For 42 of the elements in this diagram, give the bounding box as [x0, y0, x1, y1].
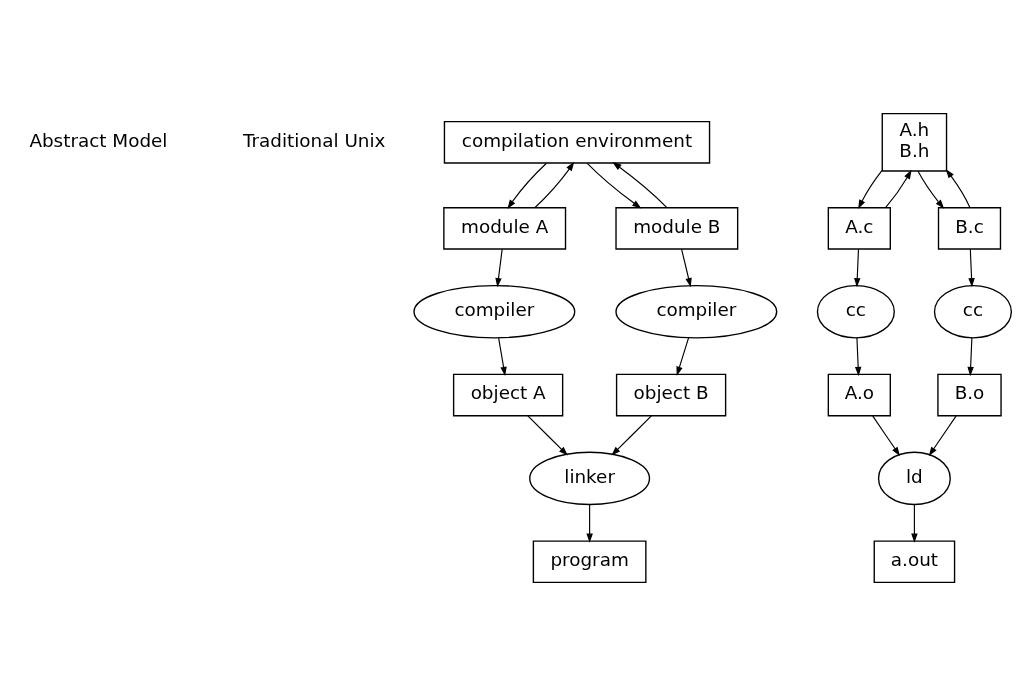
node-box: B.c [937, 207, 1002, 250]
arrow [911, 504, 918, 543]
arrow [858, 169, 883, 210]
arrow [534, 161, 575, 209]
node-ellipse: linker [529, 451, 651, 506]
arrow [854, 337, 862, 377]
arrow [928, 415, 957, 457]
arrow [967, 337, 974, 377]
node-box: object B [615, 373, 727, 417]
arrow [586, 162, 642, 209]
arrow [681, 248, 692, 288]
node-box: a.out [873, 540, 956, 584]
node-box: program [532, 540, 647, 584]
arrow [495, 248, 503, 288]
arrow [527, 415, 568, 456]
arrow [854, 248, 861, 288]
node-box: B.o [937, 373, 1002, 417]
node-ellipse: compiler [615, 284, 778, 339]
node-ellipse: ld [877, 451, 951, 506]
node-box: module A [443, 207, 567, 250]
node-box: compilation environment [443, 120, 711, 164]
arrow [498, 337, 507, 377]
label: Abstract Model [29, 129, 168, 151]
node-ellipse: compiler [413, 284, 576, 339]
arrow [507, 162, 548, 209]
arrow [872, 415, 900, 457]
node-box: object A [452, 373, 564, 417]
node-box: A.h B.h [881, 112, 948, 172]
arrow [968, 248, 975, 288]
node-ellipse: cc [933, 284, 1013, 339]
node-box: module B [615, 207, 739, 250]
arrow [612, 162, 668, 209]
arrow [945, 169, 971, 209]
arrow [917, 170, 945, 209]
node-ellipse: cc [816, 284, 895, 339]
arrow [885, 169, 912, 208]
arrow [676, 337, 690, 376]
arrow [586, 504, 593, 543]
arrow [611, 415, 652, 456]
node-box: A.o [827, 373, 891, 417]
label: Traditional Unix [242, 129, 386, 151]
node-box: A.c [827, 207, 891, 250]
